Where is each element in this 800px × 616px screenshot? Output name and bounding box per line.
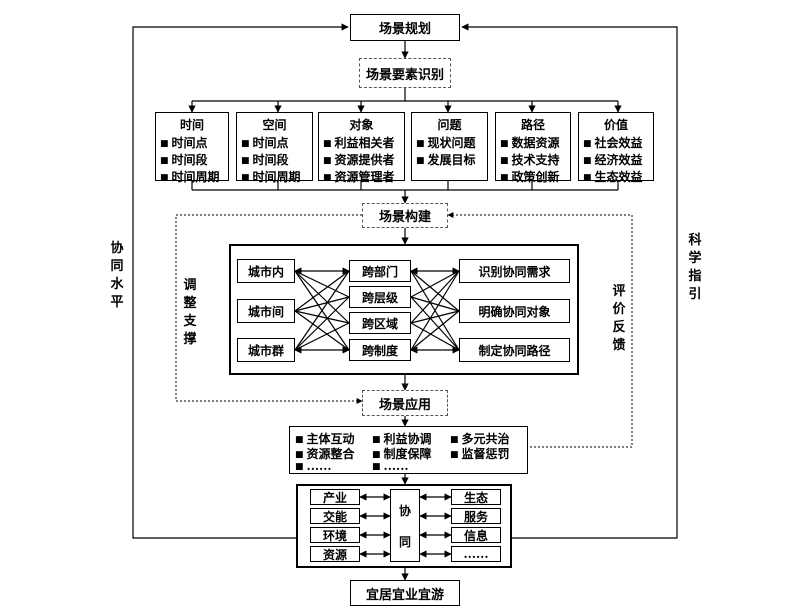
category-item: 经济效益: [583, 152, 649, 169]
build-left-1: 城市间: [237, 299, 295, 323]
synergy-panel: [296, 484, 512, 568]
apply-item: 监督惩罚: [450, 445, 510, 462]
synergy-left-label: 产业: [322, 490, 347, 505]
category-item: 利益相关者: [323, 135, 400, 152]
synergy-left-1: 交能: [310, 508, 360, 524]
category-head: 空间: [262, 118, 287, 132]
synergy-left-2: 环境: [310, 527, 360, 543]
scene-planning-label: 场景规划: [378, 22, 431, 37]
category-item: 现状问题: [416, 135, 483, 152]
category-item: 社会效益: [583, 135, 649, 152]
category-item: 技术支持: [500, 152, 566, 169]
apply-item: 主体互动: [295, 430, 355, 447]
synergy-center: 协 同: [390, 489, 420, 562]
category-head: 价值: [603, 118, 628, 132]
build-mid-label: 跨层级: [361, 290, 398, 305]
evaluation-feedback-label: 评价反馈: [612, 284, 626, 353]
build-mid-1: 跨层级: [349, 286, 411, 308]
synergy-right-0: 生态: [451, 489, 501, 505]
build-left-label: 城市间: [247, 304, 284, 319]
category-item: 时间周期: [160, 169, 224, 186]
scene-construction-label: 场景构建: [378, 210, 431, 225]
build-right-label: 明确协同对象: [478, 304, 551, 319]
synergy-right-label: ......: [463, 547, 489, 561]
apply-item: 制度保障: [372, 445, 432, 462]
synergy-right-label: 信息: [463, 528, 488, 543]
build-mid-0: 跨部门: [349, 260, 411, 282]
synergy-right-3: ......: [451, 546, 501, 562]
build-right-1: 明确协同对象: [459, 299, 570, 323]
category-item: 时间段: [241, 152, 308, 169]
build-right-label: 制定协同路径: [478, 343, 551, 358]
build-left-label: 城市内: [247, 264, 284, 279]
build-right-2: 制定协同路径: [459, 338, 570, 362]
category-head: 时间: [179, 118, 204, 132]
synergy-left-0: 产业: [310, 489, 360, 505]
apply-item: 多元共治: [450, 430, 510, 447]
synergy-left-label: 交能: [322, 509, 347, 524]
build-mid-label: 跨区域: [361, 316, 398, 331]
category-time: 时间 时间点 时间段 时间周期: [155, 112, 229, 184]
application-measures: 主体互动 利益协调 多元共治 资源整合 制度保障 监督惩罚 ...... ...…: [289, 426, 528, 474]
apply-item: ......: [295, 459, 332, 473]
synergy-center-char: 同: [398, 534, 411, 549]
category-space: 空间 时间点 时间段 时间周期: [236, 112, 313, 184]
apply-item: 利益协调: [372, 430, 432, 447]
synergy-left-label: 环境: [322, 528, 347, 543]
build-left-0: 城市内: [237, 259, 295, 283]
build-right-0: 识别协同需求: [459, 259, 570, 283]
synergy-right-label: 生态: [463, 490, 488, 505]
category-item: 资源管理者: [323, 169, 400, 186]
category-head: 对象: [349, 118, 374, 132]
construction-panel: [229, 244, 579, 375]
category-value: 价值 社会效益 经济效益 生态效益: [578, 112, 654, 184]
build-mid-3: 跨制度: [349, 339, 411, 361]
synergy-center-char: 协: [398, 503, 411, 518]
synergy-right-label: 服务: [463, 509, 488, 524]
build-mid-label: 跨制度: [361, 343, 398, 358]
scene-application-box: 场景应用: [362, 390, 448, 416]
synergy-left-3: 资源: [310, 546, 360, 562]
category-item: 时间点: [160, 135, 224, 152]
category-item: 资源提供者: [323, 152, 400, 169]
livable-outcome-box: 宜居宜业宜游: [350, 580, 460, 606]
build-left-label: 城市群: [247, 343, 284, 358]
scientific-guidance-label: 科学指引: [688, 233, 702, 302]
synergy-left-label: 资源: [322, 547, 347, 562]
category-item: 数据资源: [500, 135, 566, 152]
category-item: 政策创新: [500, 169, 566, 186]
livable-outcome-label: 宜居宜业宜游: [365, 587, 444, 603]
category-object: 对象 利益相关者 资源提供者 资源管理者: [318, 112, 405, 184]
category-item: 时间段: [160, 152, 224, 169]
scene-application-label: 场景应用: [378, 397, 431, 413]
category-item: 发展目标: [416, 152, 483, 169]
apply-item: 资源整合: [295, 445, 355, 462]
synergy-right-1: 服务: [451, 508, 501, 524]
coordination-level-label: 协同水平: [110, 241, 124, 310]
element-identification-label: 场景要素识别: [365, 67, 444, 83]
category-problem: 问题 现状问题 发展目标: [411, 112, 488, 181]
synergy-right-2: 信息: [451, 527, 501, 543]
category-path: 路径 数据资源 技术支持 政策创新: [495, 112, 571, 184]
scene-planning-box: 场景规划: [350, 14, 460, 41]
build-mid-2: 跨区域: [349, 312, 411, 334]
build-mid-label: 跨部门: [361, 264, 398, 279]
adjustment-support-label: 调整支撑: [183, 278, 197, 347]
build-right-label: 识别协同需求: [478, 264, 551, 279]
category-head: 问题: [437, 118, 462, 132]
category-item: 生态效益: [583, 169, 649, 186]
scene-construction-box: 场景构建: [362, 203, 448, 228]
category-item: 时间周期: [241, 169, 308, 186]
apply-item: ......: [372, 459, 409, 473]
element-identification-box: 场景要素识别: [359, 58, 451, 88]
category-head: 路径: [520, 118, 545, 132]
category-item: 时间点: [241, 135, 308, 152]
build-left-2: 城市群: [237, 338, 295, 362]
